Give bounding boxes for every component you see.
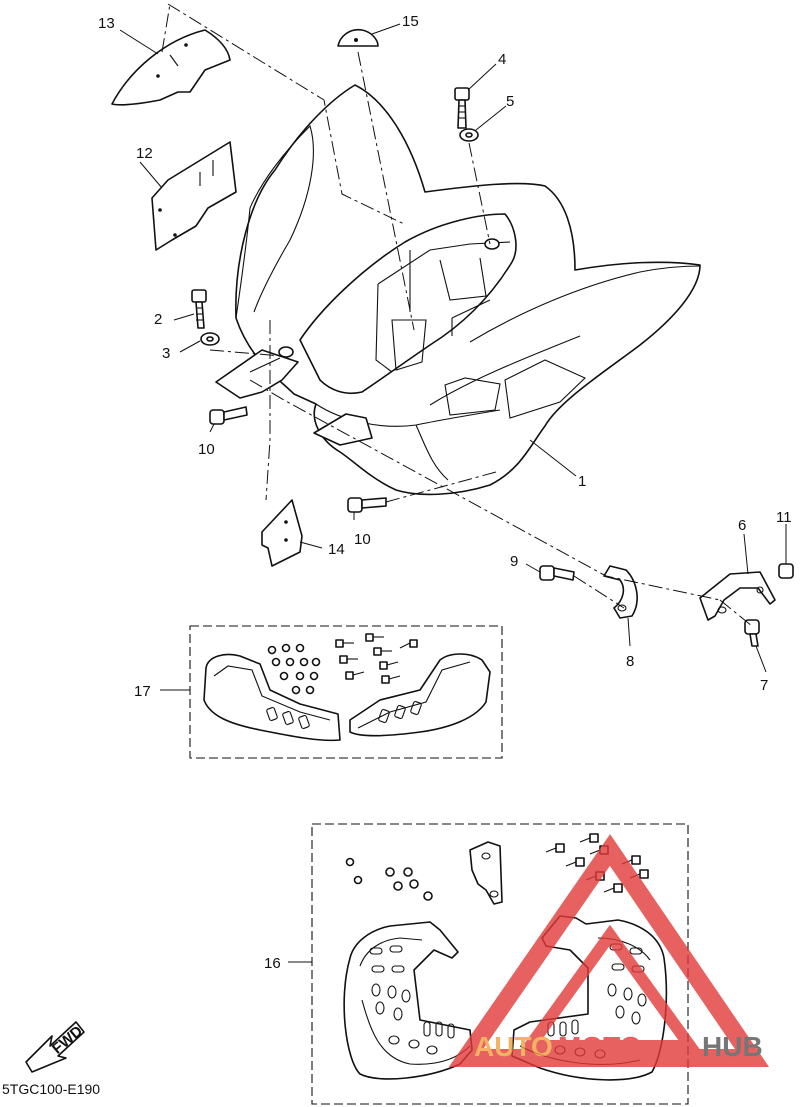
part-4-bolt (454, 87, 470, 129)
part-14-sticker (261, 499, 303, 567)
part-9-bolt (539, 565, 575, 581)
diagram-code: 5TGC100-E190 (2, 1081, 100, 1097)
part-1-rear-fender (215, 84, 701, 496)
callout-5: 5 (506, 93, 514, 110)
assembly-lines (161, 3, 753, 627)
part-13-sticker (111, 29, 231, 106)
fwd-arrow: FWD (25, 1021, 86, 1073)
callout-11: 11 (776, 509, 792, 526)
part-7-bolt (744, 619, 760, 647)
callout-labels: 1 2 3 4 5 6 7 8 9 10 10 11 12 13 14 15 1… (98, 13, 792, 972)
part-10-bolt-upper (209, 406, 248, 425)
leader-lines (119, 23, 787, 963)
part-5-washer (459, 128, 479, 142)
callout-6: 6 (738, 517, 746, 534)
callout-8: 8 (626, 653, 634, 670)
kit-16-nuts (345, 857, 433, 901)
callout-4: 4 (498, 51, 506, 68)
part-8-bracket (603, 565, 638, 619)
part-12-sticker (151, 141, 237, 251)
watermark-text-moto: MOTO (558, 1031, 641, 1062)
callout-16: 16 (264, 955, 281, 972)
watermark-text-auto: AUTO (474, 1031, 553, 1062)
callout-7: 7 (760, 677, 768, 694)
callout-15: 15 (402, 13, 419, 30)
callout-12: 12 (136, 145, 153, 162)
kit-17-bolts (335, 633, 418, 684)
part-11-nut (778, 563, 794, 579)
kit-17-box (189, 625, 503, 759)
callout-13: 13 (98, 15, 115, 32)
watermark-logo-triangle (448, 834, 770, 1067)
part-6-bracket (699, 571, 776, 621)
part-2-bolt (191, 289, 207, 329)
part-15-cap (337, 28, 379, 47)
callout-9: 9 (510, 553, 518, 570)
kit-17-nuts (267, 643, 321, 695)
callout-3: 3 (162, 345, 170, 362)
callout-1: 1 (578, 473, 586, 490)
part-3-washer (200, 332, 220, 346)
callout-14: 14 (328, 541, 345, 558)
watermark-text-hub: HUB (702, 1031, 763, 1062)
kit-16-left-holes (369, 945, 455, 1055)
callout-17: 17 (134, 683, 151, 700)
callout-2: 2 (154, 311, 162, 328)
watermark: AUTO MOTO HUB (448, 834, 770, 1067)
callout-10-upper: 10 (198, 441, 215, 458)
part-10-bolt-lower (347, 497, 387, 513)
callout-10-lower: 10 (354, 531, 371, 548)
